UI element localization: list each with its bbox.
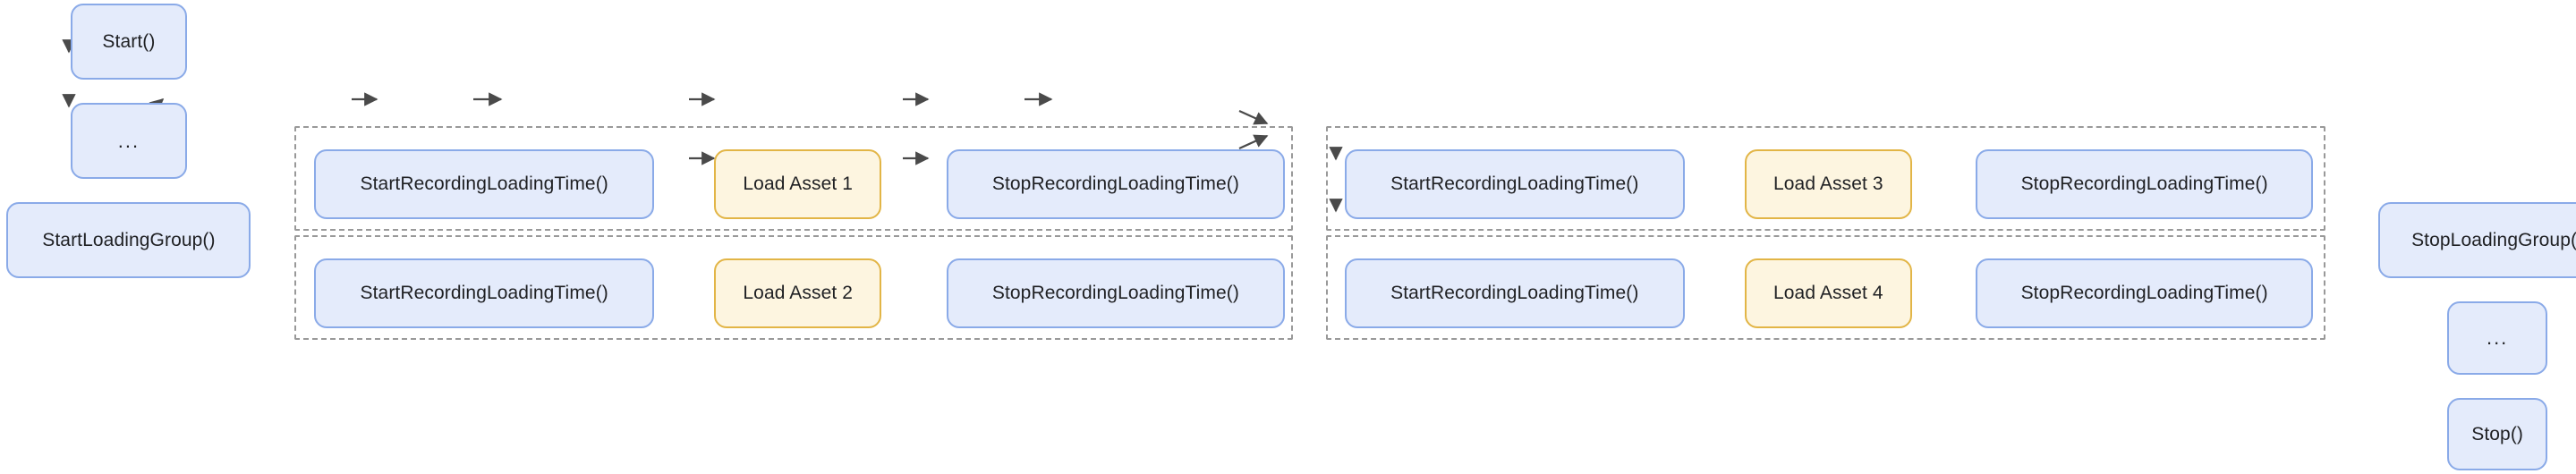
node-load-asset-4[interactable]: Load Asset 4 (1744, 258, 1912, 328)
group-box-1-row-2 (294, 235, 1294, 340)
node-g1r1-stop-recording[interactable]: StopRecordingLoadingTime() (947, 148, 1285, 219)
group-box-2-row-1 (1326, 125, 2325, 231)
edge-g2r1-stop-to-stopgroup (1238, 109, 1269, 125)
group-box-1-row-1 (294, 125, 1294, 231)
node-g1r2-stop-recording[interactable]: StopRecordingLoadingTime() (947, 258, 1285, 328)
node-g2r2-stop-recording[interactable]: StopRecordingLoadingTime() (1975, 258, 2314, 328)
node-g2r1-stop-recording[interactable]: StopRecordingLoadingTime() (1975, 148, 2314, 219)
node-g2r1-start-recording[interactable]: StartRecordingLoadingTime() (1345, 148, 1685, 219)
node-g2r2-start-recording[interactable]: StartRecordingLoadingTime() (1345, 258, 1685, 328)
node-ellipsis-right[interactable]: ... (2447, 301, 2548, 375)
node-g1r2-start-recording[interactable]: StartRecordingLoadingTime() (314, 258, 654, 328)
node-stop-loading-group[interactable]: StopLoadingGroup() (2378, 202, 2576, 279)
node-load-asset-3[interactable]: Load Asset 3 (1744, 148, 1912, 219)
node-start-loading-group[interactable]: StartLoadingGroup() (6, 202, 251, 279)
node-ellipsis-left[interactable]: ... (70, 102, 188, 180)
node-start[interactable]: Start() (70, 3, 188, 80)
node-stop[interactable]: Stop() (2447, 397, 2548, 471)
node-load-asset-2[interactable]: Load Asset 2 (714, 258, 882, 328)
group-box-2-row-2 (1326, 235, 2325, 340)
node-g1r1-start-recording[interactable]: StartRecordingLoadingTime() (314, 148, 654, 219)
node-load-asset-1[interactable]: Load Asset 1 (714, 148, 882, 219)
